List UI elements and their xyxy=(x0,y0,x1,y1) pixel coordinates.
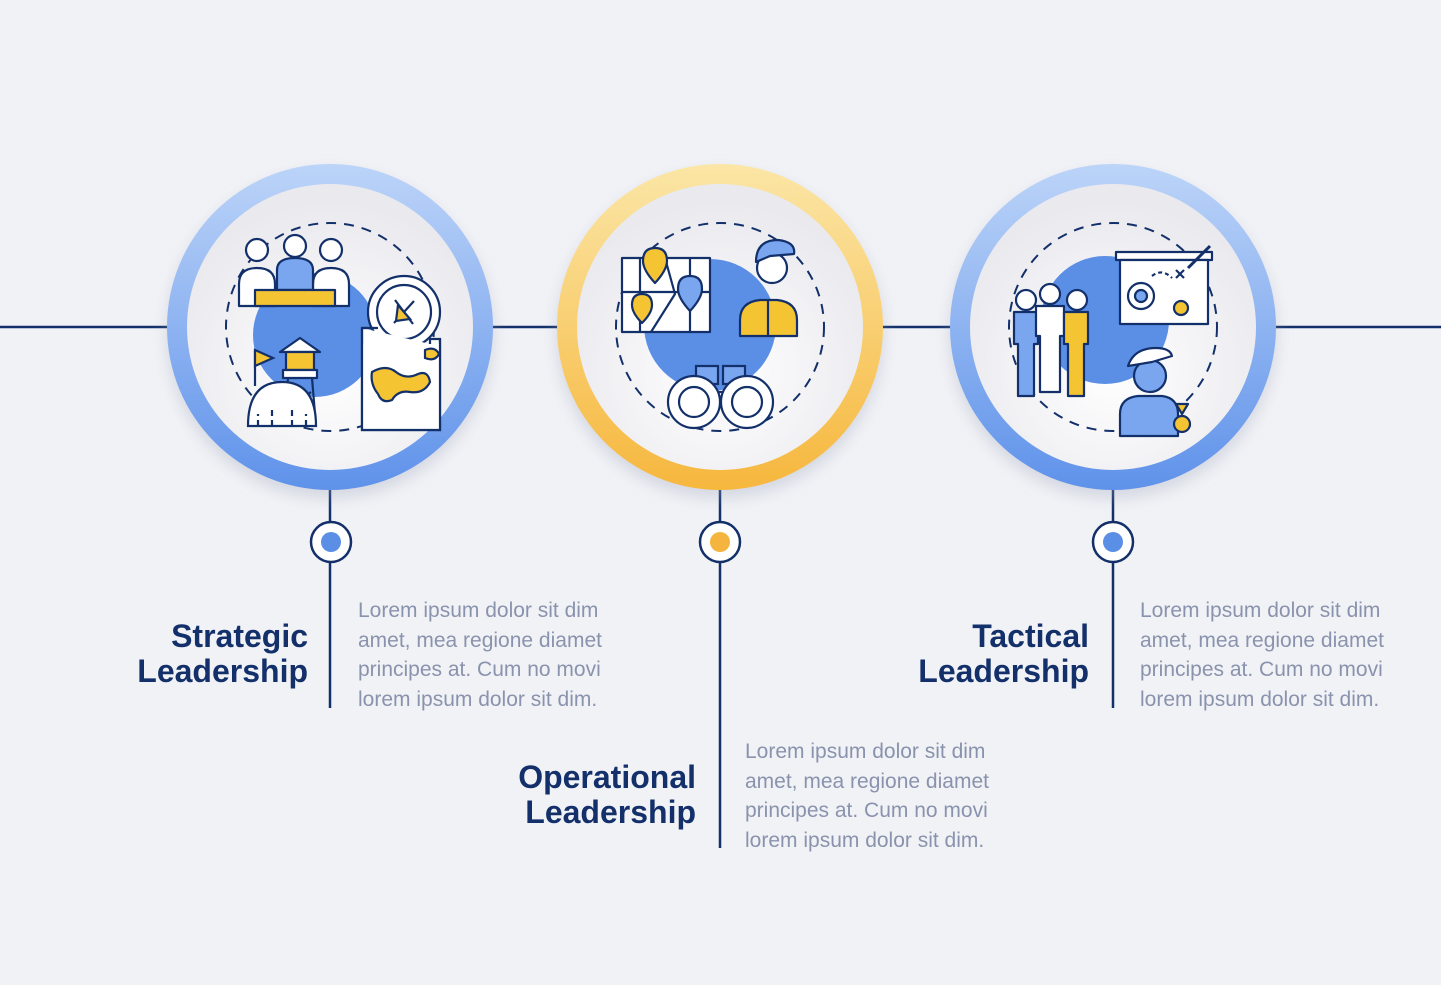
step-2-title-line-1: Operational xyxy=(518,759,696,795)
step-3-description: Lorem ipsum dolor sit dim amet, mea regi… xyxy=(1140,596,1430,714)
step-1-desc-line-1: Lorem ipsum dolor sit dim xyxy=(358,599,599,622)
step-2-desc-line-2: amet, mea regione diamet xyxy=(745,769,989,793)
step-1-title: Strategic Leadership xyxy=(8,619,308,689)
step-3-desc-line-1: Lorem ipsum dolor sit dim xyxy=(1140,599,1381,622)
step-2-circle xyxy=(557,164,883,490)
map-pins-icon xyxy=(620,246,712,334)
dome-tent-icon xyxy=(246,380,318,428)
step-1-desc-line-4: lorem ipsum dolor sit dim. xyxy=(358,687,598,711)
meeting-table-icon xyxy=(237,233,351,308)
step-1-node xyxy=(309,520,353,564)
soldier-icon xyxy=(738,238,799,338)
step-1-title-line-1: Strategic xyxy=(171,618,308,654)
step-2-title-line-2: Leadership xyxy=(525,794,696,830)
step-1-title-line-2: Leadership xyxy=(137,653,308,689)
step-3-circle xyxy=(950,164,1276,490)
step-3-title: Tactical Leadership xyxy=(789,619,1089,689)
officer-medal-icon xyxy=(1118,346,1192,438)
step-1-description: Lorem ipsum dolor sit dim amet, mea regi… xyxy=(358,596,648,714)
step-2-title: Operational Leadership xyxy=(396,760,696,830)
world-map-icon xyxy=(360,326,442,432)
step-3-node xyxy=(1091,520,1135,564)
step-3-title-line-2: Leadership xyxy=(918,653,1089,689)
step-3-desc-line-3: principes at. Cum no movi xyxy=(1140,658,1383,681)
step-1-circle xyxy=(167,164,493,490)
flag-icon xyxy=(253,348,276,386)
step-2-desc-line-3: principes at. Cum no movi xyxy=(745,799,988,822)
step-2-description: Lorem ipsum dolor sit dim amet, mea regi… xyxy=(745,737,1035,855)
binoculars-icon xyxy=(666,364,775,430)
step-3-desc-line-2: amet, mea regione diamet xyxy=(1140,628,1384,652)
tactics-board-icon xyxy=(1114,244,1214,326)
step-2-desc-line-1: Lorem ipsum dolor sit dim xyxy=(745,740,986,763)
step-2-desc-line-4: lorem ipsum dolor sit dim. xyxy=(745,828,985,852)
step-3-desc-line-4: lorem ipsum dolor sit dim. xyxy=(1140,687,1380,711)
squad-icon xyxy=(1012,282,1090,398)
step-1-desc-line-3: principes at. Cum no movi xyxy=(358,658,601,681)
compass-icon xyxy=(366,274,442,350)
step-3-title-line-1: Tactical xyxy=(972,618,1089,654)
step-2-node xyxy=(698,520,742,564)
step-1-desc-line-2: amet, mea regione diamet xyxy=(358,628,602,652)
